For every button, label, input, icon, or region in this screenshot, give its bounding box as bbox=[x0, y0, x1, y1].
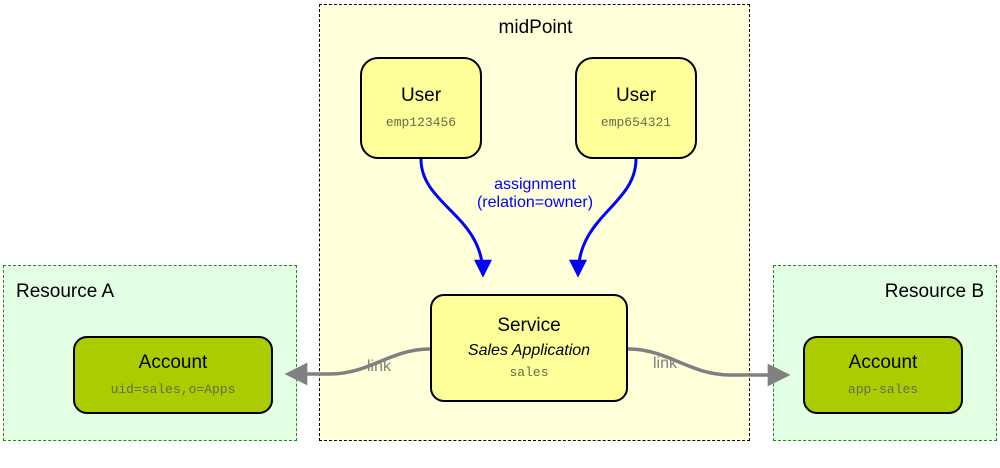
service-identifier: sales bbox=[509, 365, 549, 381]
node-user-2[interactable]: User emp654321 bbox=[575, 57, 697, 159]
user-1-identifier: emp123456 bbox=[385, 114, 457, 130]
account-a-type-label: Account bbox=[138, 351, 208, 373]
user-2-type-label: User bbox=[615, 84, 657, 106]
node-user-1[interactable]: User emp123456 bbox=[360, 57, 482, 159]
link-a-edge-label: link bbox=[367, 358, 392, 375]
link-b-edge-label: link bbox=[653, 355, 678, 372]
resource-b-title: Resource B bbox=[884, 281, 984, 302]
assignment-label-line-1: assignment bbox=[494, 176, 576, 193]
node-account-b[interactable]: Account app-sales bbox=[803, 336, 963, 414]
node-service[interactable]: Service Sales Application sales bbox=[430, 294, 628, 402]
account-a-identifier: uid=sales,o=Apps bbox=[110, 381, 236, 397]
account-b-identifier: app-sales bbox=[847, 381, 919, 397]
user-2-identifier: emp654321 bbox=[600, 114, 672, 130]
service-type-label: Service bbox=[497, 314, 561, 336]
midpoint-title: midPoint bbox=[498, 17, 573, 38]
account-b-type-label: Account bbox=[848, 351, 918, 373]
assignment-edge-label: assignment (relation=owner) bbox=[465, 176, 605, 213]
node-account-a[interactable]: Account uid=sales,o=Apps bbox=[73, 336, 273, 414]
assignment-label-line-2: (relation=owner) bbox=[476, 194, 594, 212]
resource-a-title: Resource A bbox=[16, 281, 115, 302]
service-display-name: Sales Application bbox=[467, 341, 591, 359]
user-1-type-label: User bbox=[400, 84, 442, 106]
